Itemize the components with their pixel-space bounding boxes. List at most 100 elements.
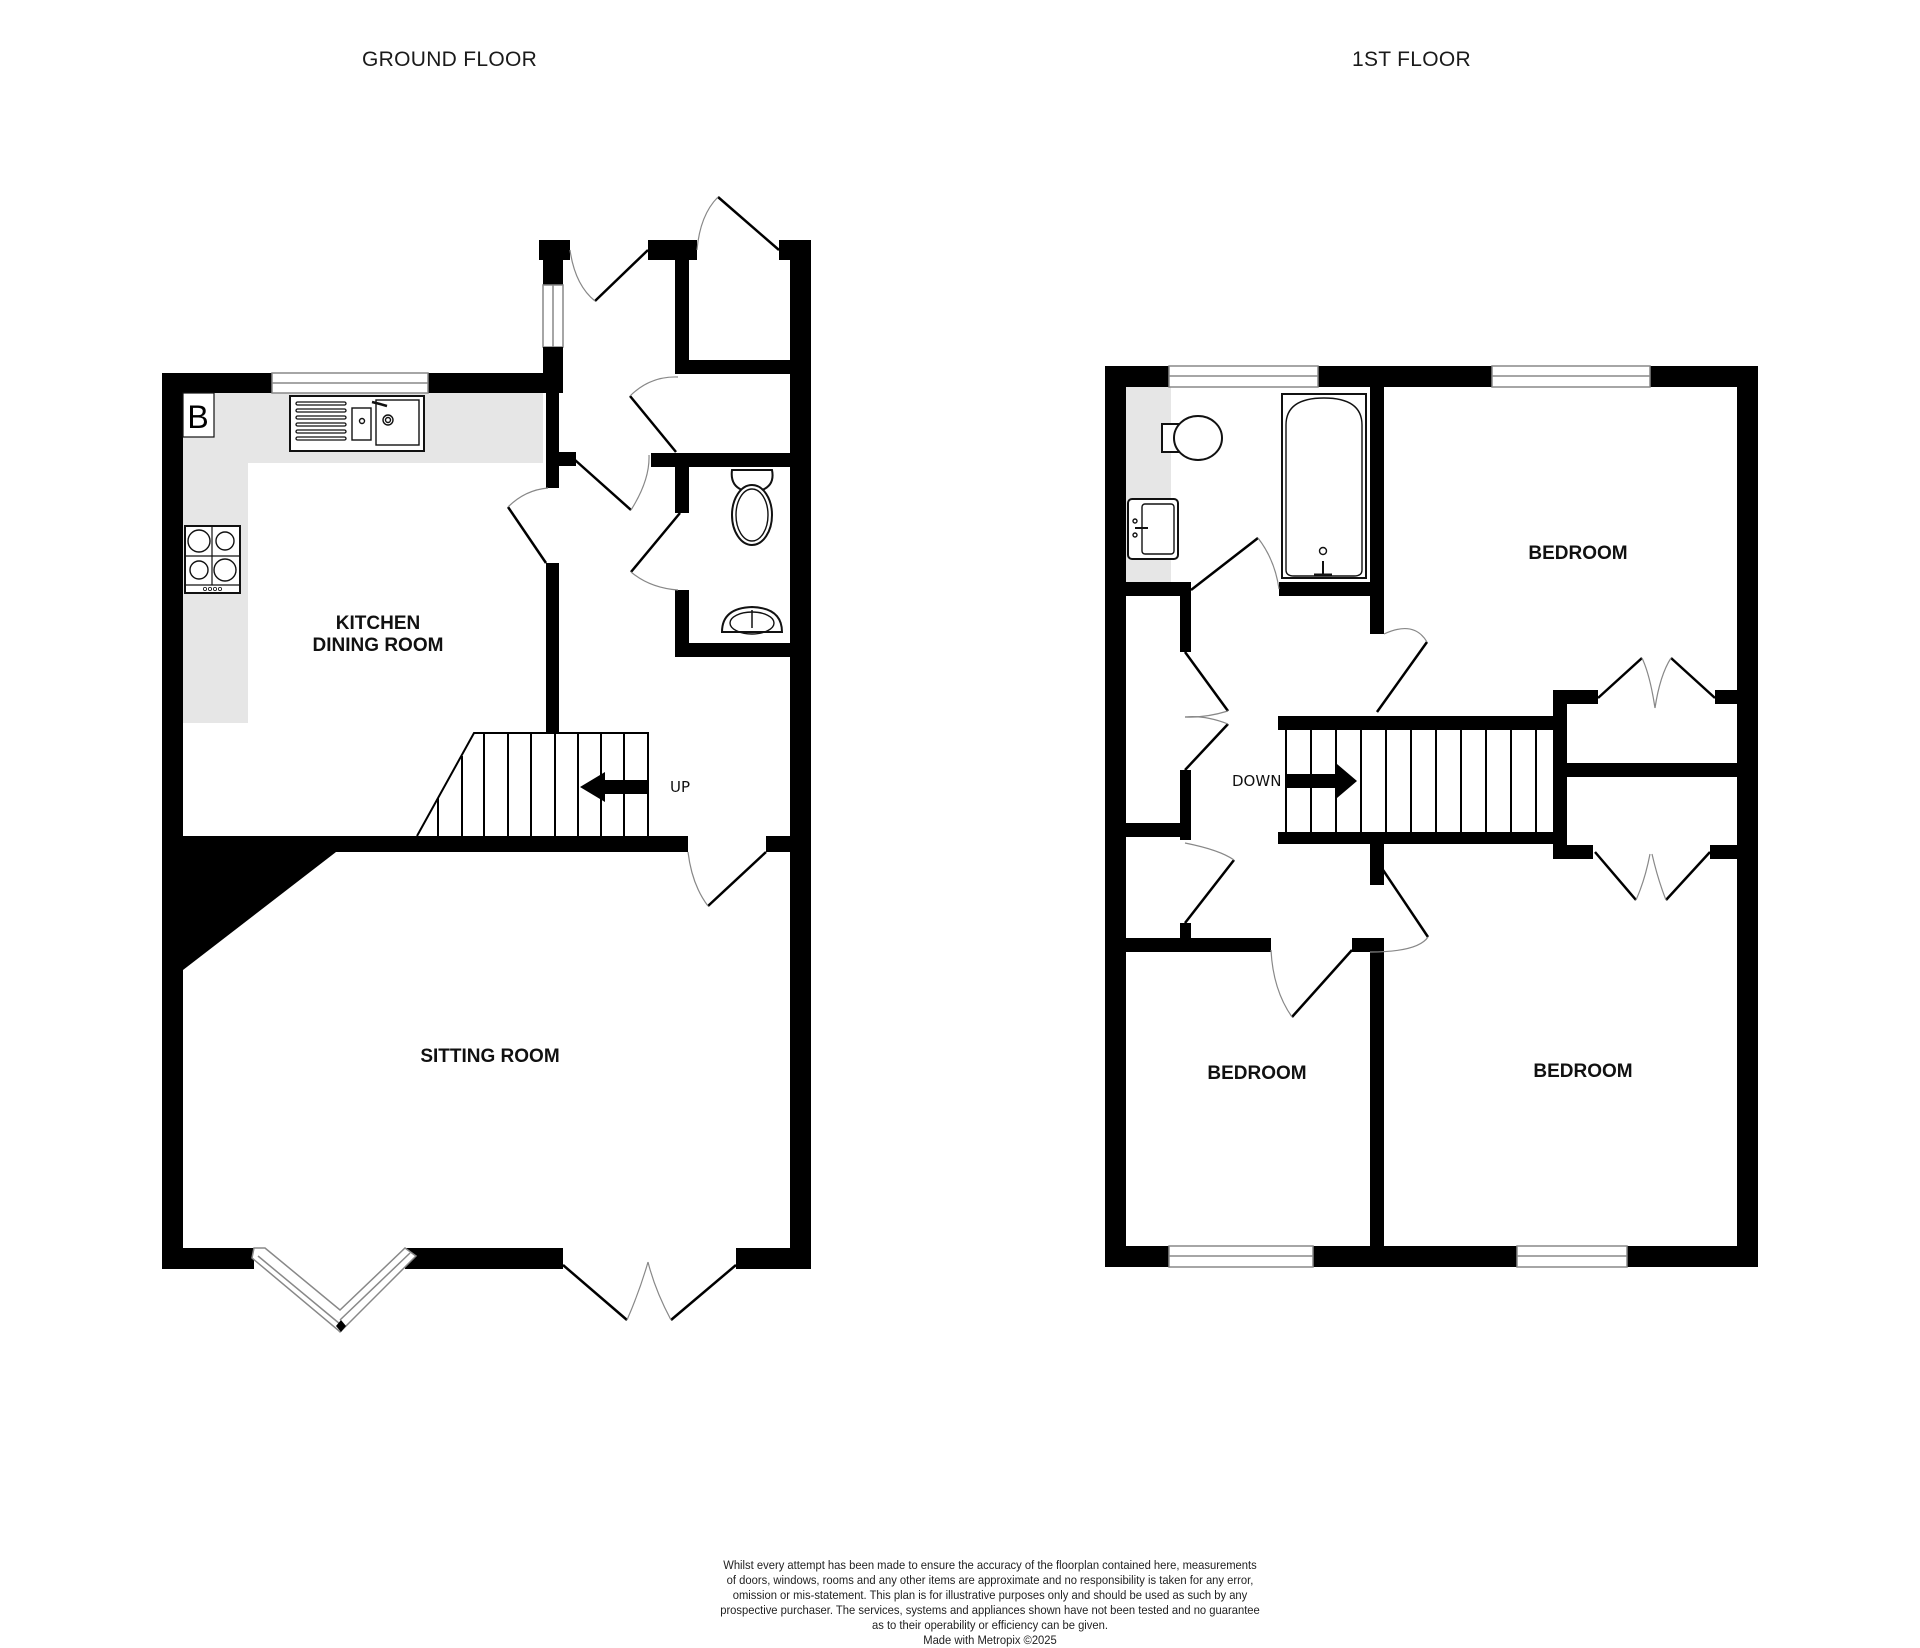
wall (766, 836, 796, 852)
room-label-bedroom-rear: BEDROOM (1528, 543, 1627, 564)
wall (1370, 938, 1384, 1246)
ground-floor-plan: B UP KITCHEN DINING ROOM SITTING ROOM (162, 196, 811, 1334)
ground-floor-stairs (416, 732, 649, 837)
cupboard-door[interactable] (629, 376, 679, 453)
room-label-bedroom-front-right: BEDROOM (1533, 1061, 1632, 1082)
wall (1553, 763, 1758, 777)
wall (1737, 366, 1758, 1267)
wall (1370, 387, 1384, 587)
first-floor-stairs (1285, 730, 1537, 832)
airing-cupboard-doors[interactable] (1183, 651, 1230, 771)
wall (1710, 845, 1758, 859)
wall (546, 393, 559, 488)
stairs-up-arrow-icon (580, 772, 648, 802)
wall (1180, 923, 1191, 945)
wall (675, 643, 795, 657)
wall (1180, 770, 1191, 840)
wall (1180, 582, 1191, 652)
kitchen-hall-door[interactable] (506, 487, 549, 564)
wall (543, 347, 563, 390)
wall (1278, 716, 1561, 730)
first-floor-title: 1ST FLOOR (1352, 48, 1472, 71)
wall (651, 453, 795, 467)
disclaimer: Whilst every attempt has been made to en… (668, 1558, 1312, 1648)
wall (736, 1248, 811, 1269)
bathroom-window (1168, 365, 1319, 388)
stairs-up-label: UP (670, 778, 690, 796)
rear-bedroom-window (1491, 365, 1651, 388)
wc-toilet-icon (730, 469, 774, 546)
sitting-room-door[interactable] (687, 851, 767, 907)
wall (162, 1248, 254, 1269)
kitchen-door[interactable] (574, 454, 650, 511)
wall (1126, 823, 1191, 837)
boiler-icon: B (182, 392, 215, 438)
wall (405, 1248, 563, 1269)
wall (1553, 690, 1598, 704)
wall (1126, 582, 1191, 596)
wc-basin-icon (720, 605, 784, 635)
front-right-bedroom-door[interactable] (1369, 860, 1430, 953)
bathroom-toilet-icon (1161, 415, 1223, 461)
front-right-bedroom-window (1516, 1245, 1628, 1268)
front-left-bedroom-window (1168, 1245, 1314, 1268)
wall (675, 360, 795, 374)
wall (1553, 832, 1567, 859)
sitting-room-french-doors[interactable] (562, 1261, 737, 1321)
wall (1370, 582, 1384, 634)
wall (539, 240, 570, 260)
wall (1105, 366, 1126, 1267)
wall (546, 452, 576, 466)
wall (790, 240, 811, 1269)
wall (648, 240, 697, 260)
bathroom-door[interactable] (1190, 537, 1280, 591)
wall (1105, 366, 1169, 387)
wall (1126, 938, 1271, 952)
room-label-kitchen: KITCHEN (336, 613, 420, 634)
front-left-bedroom-door[interactable] (1270, 949, 1353, 1018)
credit-line: Made with Metropix ©2025 (923, 1633, 1057, 1647)
disclaimer-line: prospective purchaser. The services, sys… (720, 1603, 1260, 1617)
stairs-down-arrow-icon (1286, 764, 1357, 798)
room-label-sitting-room: SITTING ROOM (420, 1046, 559, 1067)
landing-cupboard-door[interactable] (1184, 842, 1235, 924)
wall (1627, 1246, 1758, 1267)
kitchen-hob-icon (184, 525, 241, 594)
wall (162, 373, 183, 1269)
store-external-door[interactable] (696, 196, 780, 251)
room-label-dining-room: DINING ROOM (313, 635, 444, 656)
first-floor-plan: DOWN (1105, 365, 1758, 1268)
understairs-void (183, 836, 336, 970)
kitchen-sink-icon (289, 395, 425, 452)
wall (1318, 366, 1492, 387)
wall (1650, 366, 1758, 387)
wardrobe-rear-doors[interactable] (1597, 657, 1716, 709)
front-door[interactable] (569, 249, 649, 302)
bay-window (251, 1247, 418, 1334)
wall (1279, 582, 1384, 596)
wall (546, 563, 559, 733)
stairs-down-label: DOWN (1232, 772, 1281, 790)
wall (162, 373, 272, 393)
disclaimer-line: Whilst every attempt has been made to en… (723, 1558, 1257, 1572)
wall (1278, 832, 1561, 844)
bathroom-basin-icon (1127, 498, 1179, 560)
wall (675, 240, 689, 370)
wc-door[interactable] (630, 512, 681, 591)
wardrobe-front-doors[interactable] (1594, 851, 1711, 901)
rear-bedroom-door[interactable] (1375, 627, 1429, 713)
wall (675, 590, 689, 656)
wall (675, 453, 689, 513)
wall (1715, 690, 1758, 704)
kitchen-window (271, 372, 429, 394)
bathtub-icon (1281, 393, 1367, 579)
disclaimer-line: of doors, windows, rooms and any other i… (726, 1573, 1254, 1587)
disclaimer-line: omission or mis-statement. This plan is … (732, 1588, 1248, 1602)
wall (1105, 1246, 1169, 1267)
boiler-label: B (187, 399, 208, 435)
room-label-bedroom-front-left: BEDROOM (1207, 1063, 1306, 1084)
disclaimer-line: as to their operability or efficiency ca… (871, 1618, 1109, 1632)
ground-floor-title: GROUND FLOOR (362, 48, 538, 71)
hall-window (542, 284, 564, 348)
